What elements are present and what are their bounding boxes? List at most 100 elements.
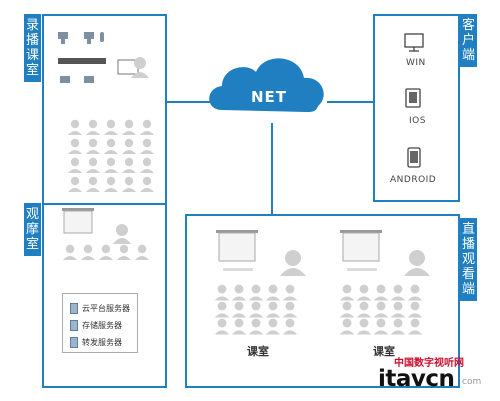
person-icon: [265, 313, 281, 318]
person-icon: [376, 284, 386, 294]
person-icon: [342, 301, 352, 311]
person-icon: [373, 330, 389, 335]
person-icon: [122, 188, 136, 192]
person-icon: [106, 138, 116, 148]
person-icon: [339, 296, 355, 301]
person-icon: [104, 150, 118, 154]
client-label-ios: IOS: [409, 116, 426, 126]
person-icon: [217, 301, 227, 311]
person-icon: [81, 256, 95, 260]
observation-room-tag: 观摩室: [24, 203, 41, 256]
person-icon: [86, 131, 100, 135]
person-icon: [142, 138, 152, 148]
person-icon: [88, 119, 98, 129]
person-icon: [122, 150, 136, 154]
person-icon: [234, 318, 244, 328]
classroom-label-2: 课室: [373, 345, 395, 358]
person-icon: [268, 318, 278, 328]
person-icon: [234, 301, 244, 311]
person-icon: [248, 296, 264, 301]
person-icon: [410, 318, 420, 328]
person-icon: [342, 284, 352, 294]
person-icon: [217, 284, 227, 294]
cloud-icon: [209, 58, 324, 112]
person-icon: [70, 176, 80, 186]
person-icon: [140, 150, 154, 154]
person-icon: [376, 301, 386, 311]
person-icon: [407, 313, 423, 318]
projector-screen-icon: [62, 208, 131, 244]
person-icon: [70, 138, 80, 148]
person-icon: [390, 313, 406, 318]
client-panel: [373, 14, 460, 202]
person-icon: [251, 301, 261, 311]
person-icon: [217, 318, 227, 328]
left-panel-divider: [42, 203, 167, 205]
person-icon: [86, 150, 100, 154]
person-icon: [106, 119, 116, 129]
person-icon: [342, 318, 352, 328]
person-icon: [265, 296, 281, 301]
person-icon: [214, 296, 230, 301]
projector-screen-icon: [216, 230, 306, 276]
classroom-label-1: 课室: [247, 345, 269, 358]
person-icon: [231, 296, 247, 301]
watermark-brand: itavcn: [378, 366, 455, 392]
person-icon: [376, 318, 386, 328]
person-icon: [104, 169, 118, 173]
person-icon: [268, 301, 278, 311]
server-icon: [70, 320, 78, 331]
person-icon: [407, 330, 423, 335]
person-icon: [68, 188, 82, 192]
connector-left: [163, 101, 221, 103]
person-icon: [122, 169, 136, 173]
person-icon: [285, 284, 295, 294]
person-icon: [373, 296, 389, 301]
tablet-icon: [405, 88, 421, 108]
person-icon: [407, 296, 423, 301]
person-icon: [393, 301, 403, 311]
person-icon: [359, 284, 369, 294]
person-icon: [86, 188, 100, 192]
server-item: 存储服务器: [70, 320, 122, 331]
person-icon: [339, 330, 355, 335]
presenter-icon: [117, 57, 149, 78]
switch-icon: [58, 58, 106, 64]
recording-room-tag: 录播课室: [24, 14, 41, 82]
monitor-icon: [404, 33, 424, 52]
person-icon: [142, 176, 152, 186]
person-icon: [117, 256, 131, 260]
person-icon: [65, 244, 75, 254]
person-icon: [70, 119, 80, 129]
person-icon: [359, 318, 369, 328]
person-icon: [282, 296, 298, 301]
person-icon: [101, 244, 111, 254]
person-icon: [140, 188, 154, 192]
person-icon: [251, 318, 261, 328]
cloud-label: NET: [251, 88, 288, 106]
person-icon: [68, 169, 82, 173]
person-icon: [390, 296, 406, 301]
person-icon: [140, 131, 154, 135]
person-icon: [282, 313, 298, 318]
person-icon: [282, 330, 298, 335]
client-tag: 客户端: [460, 14, 477, 67]
person-icon: [99, 256, 113, 260]
person-icon: [285, 318, 295, 328]
person-icon: [124, 157, 134, 167]
person-icon: [248, 313, 264, 318]
person-icon: [410, 301, 420, 311]
connector-right: [327, 101, 375, 103]
server-item: 转发服务器: [70, 337, 122, 348]
person-icon: [248, 330, 264, 335]
person-icon: [119, 244, 129, 254]
person-icon: [68, 131, 82, 135]
person-icon: [393, 284, 403, 294]
person-icon: [124, 176, 134, 186]
person-icon: [231, 330, 247, 335]
person-icon: [265, 330, 281, 335]
person-icon: [268, 284, 278, 294]
person-icon: [106, 176, 116, 186]
person-icon: [104, 131, 118, 135]
